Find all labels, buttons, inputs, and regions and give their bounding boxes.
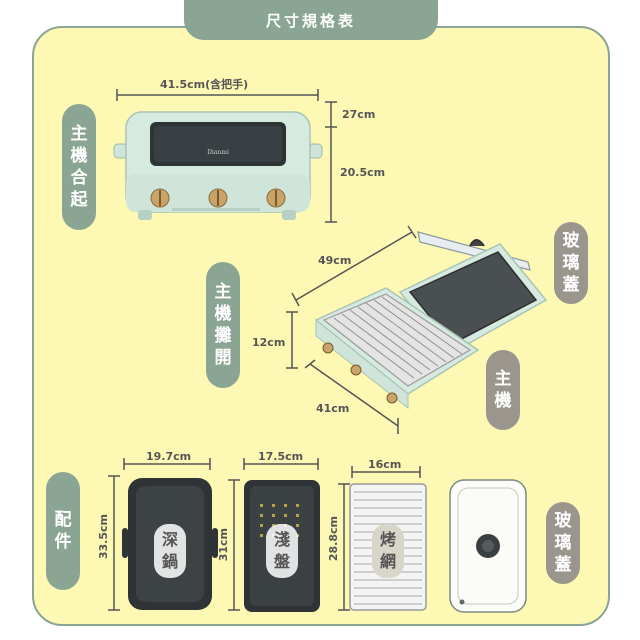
grill-width-label: 16cm [368, 458, 402, 471]
shallow-pan-height-label: 31cm [217, 528, 230, 562]
grill-height-label: 28.8cm [327, 516, 340, 562]
open-length-label: 49cm [318, 254, 352, 267]
label-accessories: 配件 [46, 472, 80, 590]
label-open: 主機攤開 [206, 262, 240, 388]
closed-unit-illustration: Dianmi [113, 111, 323, 220]
brand-text: Dianmi [207, 149, 229, 156]
label-glass-lid-bottom: 玻璃蓋 [546, 502, 580, 584]
shallow-pan-label: 淺盤 [266, 524, 298, 578]
deep-pot-width-label: 19.7cm [146, 450, 192, 463]
shallow-pan-width-label: 17.5cm [258, 450, 304, 463]
open-unit-illustration [314, 231, 548, 410]
deep-pot-label: 深鍋 [154, 524, 186, 578]
page-title: 尺寸規格表 [184, 0, 438, 40]
open-width-label: 41cm [316, 402, 350, 415]
label-main-unit: 主機 [486, 350, 520, 430]
label-closed: 主機合起 [62, 104, 96, 230]
closed-depth-label: 27cm [342, 108, 376, 121]
closed-width-label: 41.5cm(含把手) [160, 78, 249, 91]
grill-rack-label: 烤網 [372, 524, 404, 578]
open-height-label: 12cm [252, 336, 286, 349]
deep-pot-height-label: 33.5cm [97, 514, 110, 560]
glass-lid-illustration [449, 479, 527, 613]
closed-height-label: 20.5cm [340, 166, 386, 179]
label-glass-lid-top: 玻璃蓋 [554, 222, 588, 304]
